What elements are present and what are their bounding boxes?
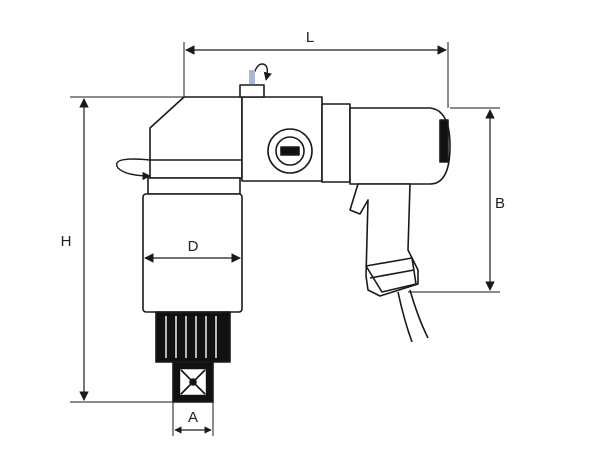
rear-collar: [321, 103, 351, 183]
power-cable-2: [409, 289, 429, 339]
neck-collar: [147, 177, 241, 195]
power-cable-1: [397, 291, 413, 343]
label-L: L: [306, 29, 314, 46]
label-B: B: [495, 195, 505, 212]
label-H: H: [61, 233, 72, 250]
rear-endcap: [439, 119, 449, 163]
top-accent: [249, 70, 255, 84]
drive-ribs: [165, 316, 217, 358]
rear-housing: [349, 107, 451, 185]
square-drive-pin: [189, 378, 197, 386]
label-D: D: [188, 238, 199, 255]
label-A: A: [188, 409, 198, 426]
top-cap: [239, 84, 265, 98]
grip-base: [365, 257, 417, 293]
reverse-knob-slot: [280, 146, 300, 156]
rotation-arrow-side: [116, 158, 151, 181]
reaction-drive: [155, 311, 231, 363]
grip-line: [369, 269, 415, 279]
angle-head: [149, 96, 243, 179]
